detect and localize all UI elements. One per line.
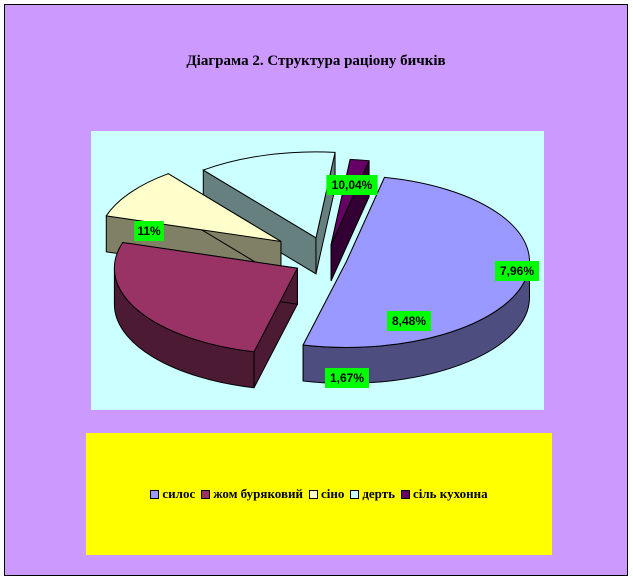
data-label-4: 8,48% (387, 311, 431, 331)
legend-swatch (401, 489, 410, 499)
data-label-text: 10,04% (332, 178, 373, 192)
legend-label: дерть (362, 486, 395, 501)
data-label-1: 11% (134, 221, 164, 241)
legend-item: сіль кухонна (401, 486, 488, 502)
legend-swatch (350, 489, 360, 499)
legend-label: жом буряковий (213, 486, 303, 501)
data-label-bg (326, 175, 378, 195)
pie-slice-top (113, 242, 299, 353)
legend-swatch (150, 489, 160, 499)
legend-item: дерть (350, 486, 395, 502)
data-label-bg (134, 221, 164, 241)
legend-label: сіль кухонна (413, 486, 488, 501)
data-label-bg (387, 311, 431, 331)
pie-slice-top (202, 151, 336, 239)
legend-swatch (201, 489, 211, 499)
pie-chart: 11% 10,04% 7,96% 8,48% 1,67% (105, 151, 539, 389)
data-label-text: 8,48% (392, 314, 426, 328)
pie-slice-top (105, 173, 282, 242)
data-label-3: 7,96% (495, 261, 539, 281)
chart-title: Діаграма 2. Структура раціону бичків (186, 53, 446, 69)
data-label-5: 1,67% (325, 368, 369, 388)
legend: силос жом буряковий сіно дерть сіль кухонна (86, 433, 552, 555)
data-label-text: 1,67% (330, 371, 364, 385)
legend-swatch (308, 489, 318, 499)
pie-slice-2 (113, 241, 299, 389)
data-label-text: 11% (137, 224, 161, 238)
legend-item: жом буряковий (201, 486, 303, 502)
data-label-text: 7,96% (500, 264, 534, 278)
legend-item: сіно (308, 486, 345, 502)
legend-label: силос (162, 486, 196, 501)
chart-area: Діаграма 2. Структура раціону бичків 11%… (4, 4, 628, 576)
legend-item: силос (150, 486, 195, 502)
data-label-bg (495, 261, 539, 281)
data-label-bg (325, 368, 369, 388)
data-label-2: 10,04% (326, 175, 378, 195)
legend-label: сіно (320, 486, 345, 501)
